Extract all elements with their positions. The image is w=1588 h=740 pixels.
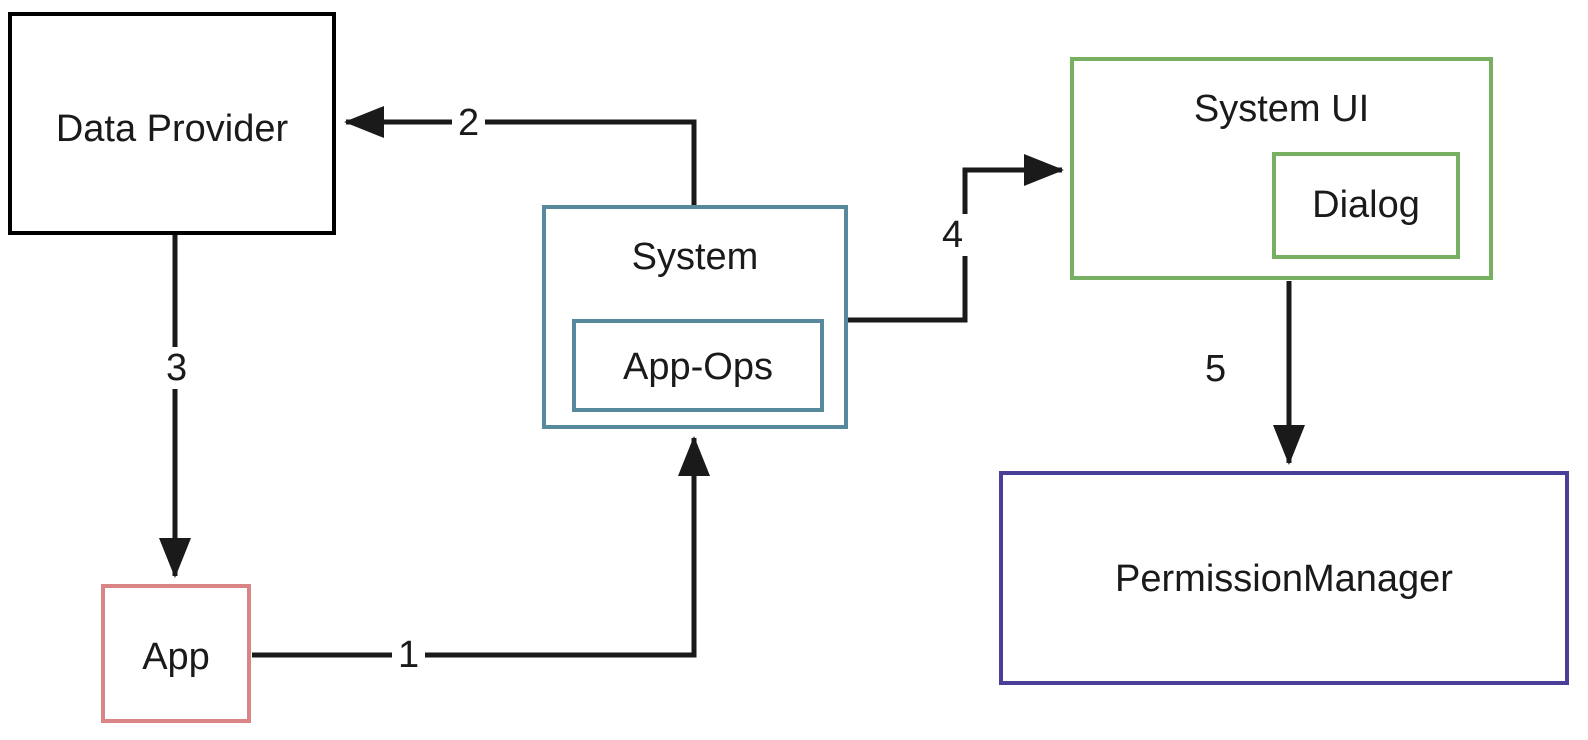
edge-1-path xyxy=(252,435,710,658)
edge-label-1: 1 xyxy=(392,634,426,676)
node-permission-manager[interactable]: PermissionManager xyxy=(999,471,1569,685)
node-system-ui[interactable]: System UI Dialog xyxy=(1070,57,1493,280)
node-dialog[interactable]: Dialog xyxy=(1272,152,1460,259)
node-data-provider-label: Data Provider xyxy=(55,108,289,150)
node-app-ops[interactable]: App-Ops xyxy=(572,319,824,412)
edge-label-4: 4 xyxy=(936,214,970,256)
edge-label-5: 5 xyxy=(1205,348,1227,390)
edge-2-path xyxy=(343,106,697,205)
node-app[interactable]: App xyxy=(101,584,251,723)
node-system-ui-label: System UI xyxy=(1193,88,1370,130)
node-system-label: System xyxy=(631,236,759,278)
edge-label-3: 3 xyxy=(160,347,194,389)
node-system[interactable]: System App-Ops xyxy=(542,205,848,429)
node-data-provider[interactable]: Data Provider xyxy=(8,12,336,235)
node-dialog-label: Dialog xyxy=(1312,184,1420,226)
node-permission-manager-label: PermissionManager xyxy=(1115,558,1453,600)
edge-label-2: 2 xyxy=(452,102,486,144)
node-app-label: App xyxy=(142,636,210,678)
node-app-ops-label: App-Ops xyxy=(623,346,773,388)
